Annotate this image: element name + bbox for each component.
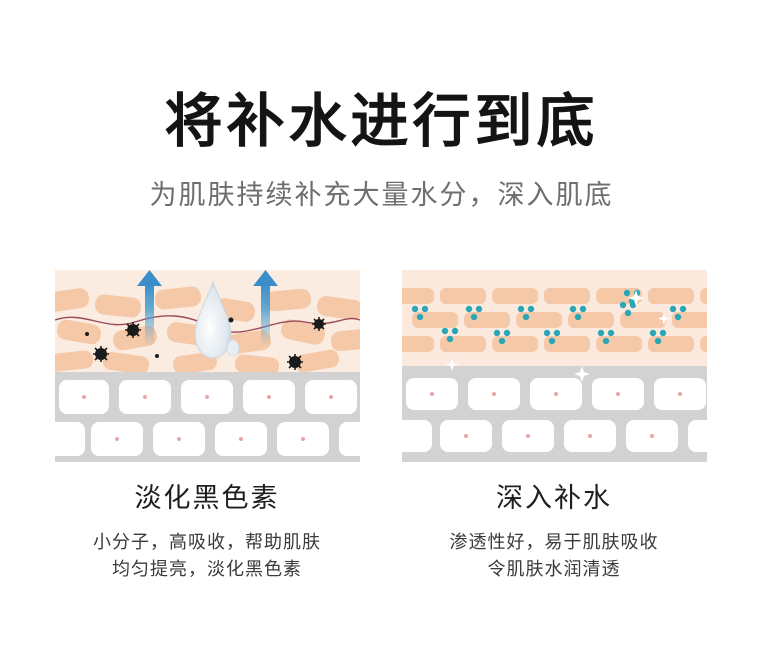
page-title: 将补水进行到底: [164, 87, 599, 155]
page-subtitle: 为肌肤持续补充大量水分，深入肌底: [149, 180, 614, 211]
hydration-caption-title: 深入补水: [496, 483, 612, 514]
water-drop-icon: [194, 280, 232, 359]
hydration-caption-line1: 渗透性好，易于肌肤吸收: [449, 532, 659, 553]
sparkle-icon: [445, 290, 671, 382]
up-arrow-icon: [253, 270, 278, 346]
hydration-skin-illustration: [402, 270, 707, 462]
hydration-caption-line2: 令肌肤水润清透: [487, 559, 621, 580]
melanin-caption-line1: 小分子，高吸收，帮助肌肤: [93, 532, 321, 553]
up-arrow-icon: [137, 270, 162, 346]
melanin-skin-illustration: [55, 270, 360, 462]
melanin-caption-title: 淡化黑色素: [134, 483, 280, 514]
melanin-caption-line2: 均匀提亮，淡化黑色素: [112, 559, 302, 580]
